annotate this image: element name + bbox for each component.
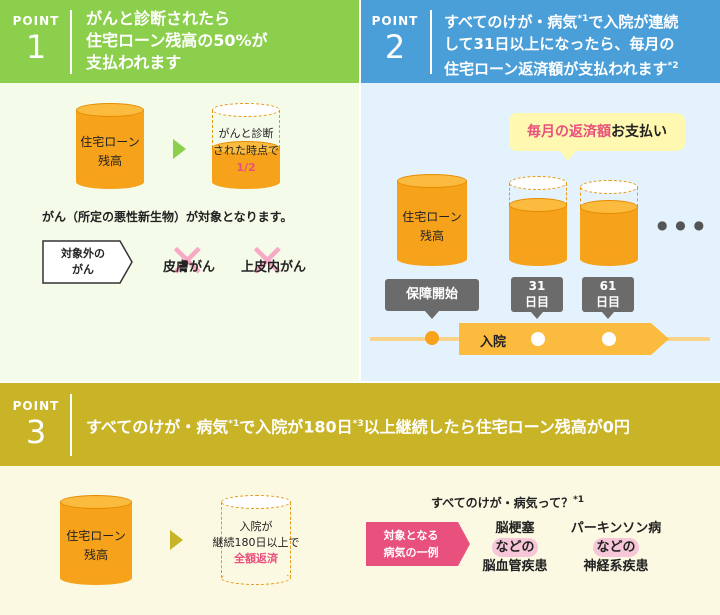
monthly-payment-cylinder-31 xyxy=(509,176,567,266)
ellipsis: ● ● ● xyxy=(657,218,707,232)
excluded-item-skin-cancer: 皮膚がん xyxy=(163,260,216,275)
point1-label: POINT xyxy=(12,14,60,28)
pointer-tail xyxy=(602,312,614,319)
point2-label: POINT xyxy=(371,14,419,28)
pointer-tail xyxy=(531,312,543,319)
pointer-tail xyxy=(425,311,439,319)
loan-balance-cylinder: 住宅ローン残高 xyxy=(397,174,467,266)
point3-label: POINT xyxy=(12,399,60,413)
point2-title: すべてのけが・病気*1で入院が連続 して31日以上になったら、毎月の 住宅ローン… xyxy=(444,13,679,78)
hospitalization-label: 入院 xyxy=(480,335,507,350)
point3-title: すべてのけが・病気*1で入院が180日*3以上継続したら住宅ローン残高が0円 xyxy=(86,417,630,437)
loan-balance-cylinder: 住宅ローン残高 xyxy=(76,103,144,189)
half-balance-cylinder: がんと診断された時点で 1/2 xyxy=(212,103,280,189)
point1-panel xyxy=(0,83,359,381)
point3-number: 3 xyxy=(25,413,47,451)
point2-number: 2 xyxy=(384,28,406,66)
coverage-start-dot xyxy=(425,331,439,345)
monthly-payment-cylinder-61 xyxy=(580,180,638,266)
point3-divider xyxy=(70,394,72,456)
loan-balance-cylinder: 住宅ローン残高 xyxy=(60,495,132,585)
excluded-label: 対象外のがん xyxy=(61,247,105,276)
point1-header xyxy=(0,0,359,83)
example-label-box xyxy=(366,522,470,566)
cross-icon: ✕ xyxy=(248,234,287,288)
question-text: すべてのけが・病気って？*1 xyxy=(431,495,585,510)
example-cerebrovascular: 脳梗塞 などの 脳血管疾患 xyxy=(482,521,548,574)
point2-header xyxy=(361,0,720,83)
excluded-label-box xyxy=(42,240,133,284)
point3-header xyxy=(0,383,720,466)
day-31-dot xyxy=(531,332,545,346)
example-nervous-system: パーキンソン病 などの 神経系疾患 xyxy=(570,521,662,574)
point1-divider xyxy=(70,10,72,74)
point1-title: がんと診断されたら 住宅ローン残高の50%が 支払われます xyxy=(86,9,268,72)
point2-divider xyxy=(430,10,432,74)
hospitalization-arrow xyxy=(459,323,669,355)
arrow-right-icon xyxy=(173,139,186,159)
payment-bubble: 毎月の返済額お支払い xyxy=(509,113,685,151)
point1-note: がん（所定の悪性新生物）が対象となります。 xyxy=(42,210,293,224)
day-61-dot xyxy=(602,332,616,346)
excluded-item-intraepithelial-cancer: 上皮内がん xyxy=(241,260,307,275)
bubble-tail xyxy=(560,151,576,161)
cross-icon: ✕ xyxy=(168,234,207,288)
coverage-start-label: 保障開始 xyxy=(385,279,479,311)
paid-off-cylinder: 入院が 継続180日以上で 全額返済 xyxy=(213,495,300,585)
example-label: 対象となる病気の一例 xyxy=(383,529,439,559)
point1-number: 1 xyxy=(25,28,47,66)
arrow-right-icon xyxy=(170,530,183,550)
